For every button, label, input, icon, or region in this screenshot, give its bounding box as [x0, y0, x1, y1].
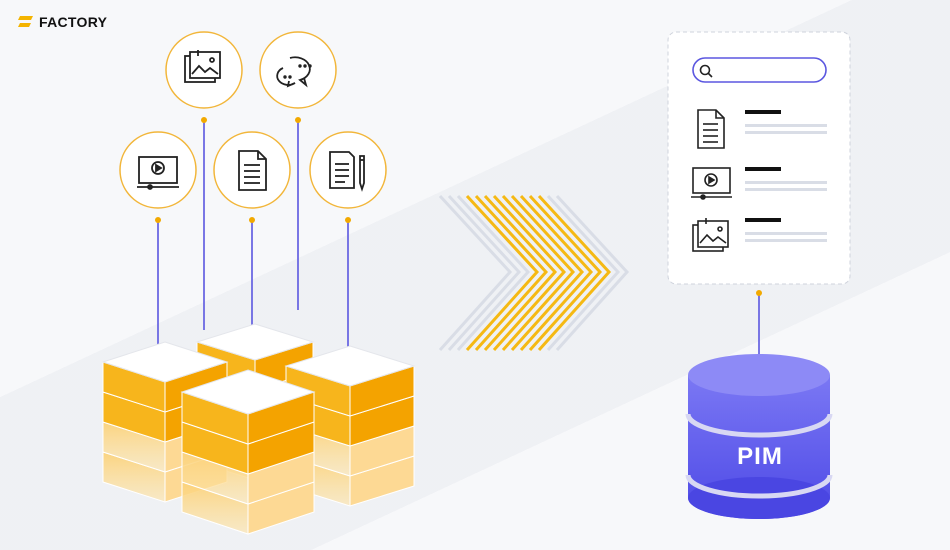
data-stack-tower [284, 345, 416, 507]
catalog-card[interactable] [667, 31, 851, 285]
chat-bubbles-icon [276, 56, 312, 88]
brand-mark-icon [18, 16, 33, 27]
item-line-bar [745, 131, 827, 134]
document-icon [238, 150, 267, 191]
chevron-stripe [519, 194, 594, 352]
chevron-stripe [528, 194, 603, 352]
document-pen-icon [329, 151, 365, 192]
search-bar[interactable] [692, 57, 827, 83]
item-title-bar [745, 167, 781, 171]
chevron-stripe [483, 194, 558, 352]
data-stacks [101, 323, 416, 535]
chevron-stripe [447, 194, 522, 352]
item-title-bar [745, 218, 781, 222]
image-file-icon [184, 50, 221, 83]
chevron-stripe [501, 194, 576, 352]
item-title-bar [745, 110, 781, 114]
chevron-stripe [546, 194, 621, 352]
chevron-stripe [510, 194, 585, 352]
stack-top [180, 369, 316, 415]
chevron-stripe [492, 194, 567, 352]
chevron-stripe [438, 194, 513, 352]
video-player-icon [691, 167, 732, 200]
search-icon [699, 64, 713, 78]
pim-database[interactable] [685, 354, 833, 519]
item-line-bar [745, 124, 827, 127]
source-circle-document-pen[interactable] [309, 131, 387, 209]
image-file-icon [692, 218, 729, 252]
catalog-item-video[interactable] [691, 167, 827, 200]
item-line-bar [745, 188, 827, 191]
stack-top [284, 345, 416, 387]
connector-dots [155, 117, 762, 296]
item-line-bar [745, 181, 827, 184]
chevron-stripe [537, 194, 612, 352]
item-line-bar [745, 232, 827, 235]
chevron-stripe [474, 194, 549, 352]
chevron-stripe [456, 194, 531, 352]
connector-lines [157, 120, 760, 380]
catalog-item-image[interactable] [692, 218, 827, 252]
flow-chevrons [438, 194, 630, 352]
catalog-item-document[interactable] [697, 109, 827, 149]
video-player-icon [137, 156, 179, 190]
pim-label: PIM [737, 443, 783, 470]
brand-logo[interactable]: FACTORY [18, 14, 107, 30]
source-circle-chat[interactable] [259, 31, 337, 109]
source-circle-document[interactable] [213, 131, 291, 209]
stack-top [101, 341, 229, 383]
source-circle-video[interactable] [119, 131, 197, 209]
source-circle-image[interactable] [165, 31, 243, 109]
chevron-stripe [555, 194, 630, 352]
data-stack-tower [180, 369, 316, 535]
document-icon [697, 109, 725, 149]
item-line-bar [745, 239, 827, 242]
chevron-stripe [465, 194, 540, 352]
brand-name: FACTORY [39, 14, 108, 30]
stack-top [195, 323, 315, 361]
